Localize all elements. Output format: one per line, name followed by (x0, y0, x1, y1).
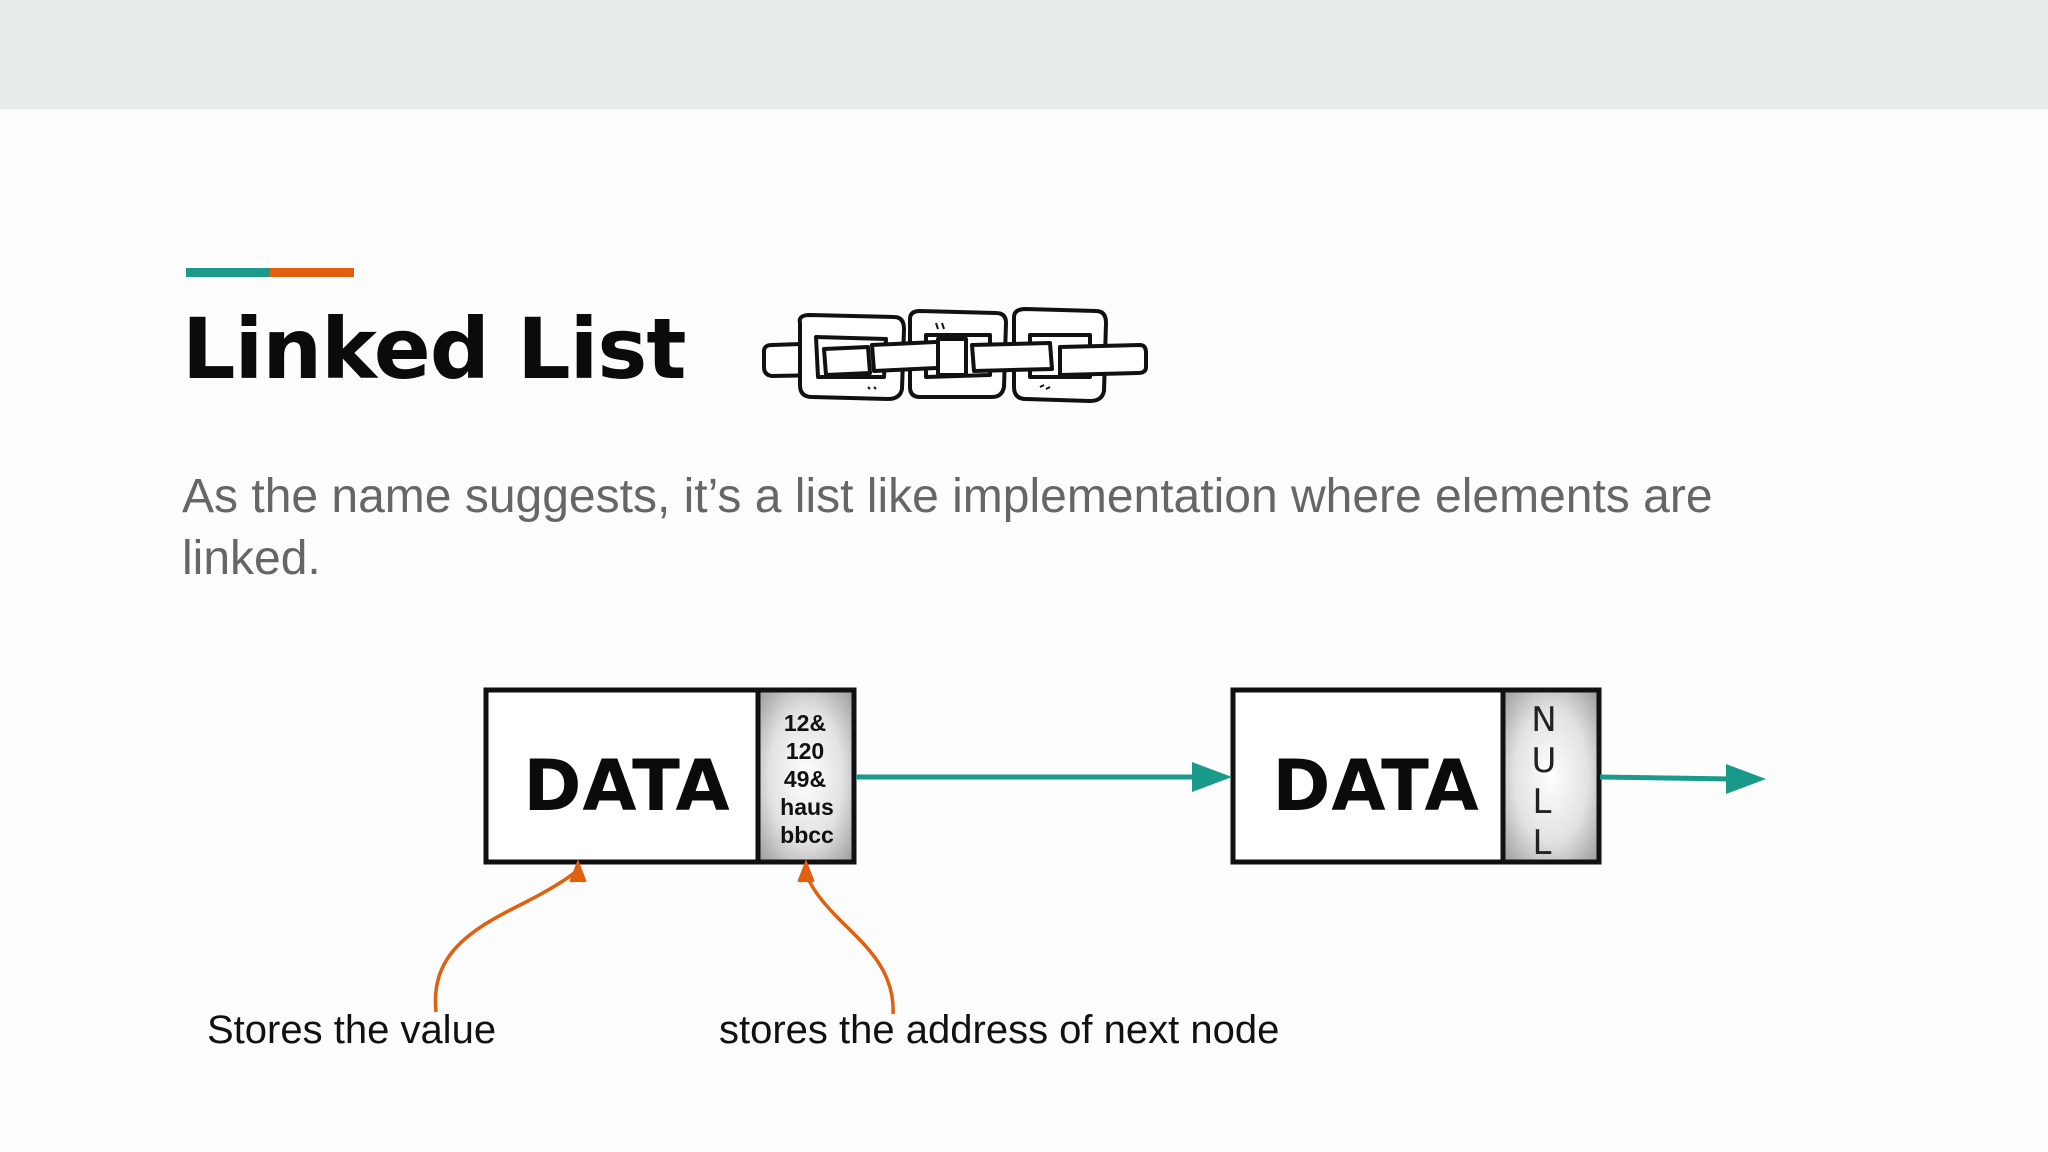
node-2-null-letter-2: U (1532, 741, 1557, 781)
address-callout-arrow (797, 859, 895, 1015)
node-1-address-line-3: 49& (784, 766, 826, 792)
slide-title: Linked List (182, 300, 687, 398)
caption-stores-address: stores the address of next node (719, 1008, 1280, 1052)
node-1-data-cell (483, 687, 761, 865)
node-2-null-letter-1: N (1531, 700, 1556, 740)
slide-subtitle: As the name suggests, it’s a list like i… (182, 470, 1713, 585)
node-2-data-cell (1230, 687, 1506, 865)
node-1: DATA 12& 120 49& haus bbcc (483, 687, 857, 865)
node-2-pointer-cell (1500, 687, 1602, 865)
top-band (0, 0, 2048, 109)
chain-links-icon (761, 307, 1148, 403)
next-pointer-arrow (856, 762, 1232, 792)
node-1-address-line-1: 12& (784, 710, 826, 736)
node-1-address-line-2: 120 (786, 738, 824, 764)
node-2-data-label: DATA (1272, 745, 1479, 827)
caption-stores-value: Stores the value (207, 1008, 497, 1052)
node-1-address-line-5: bbcc (780, 822, 834, 848)
node-1-data-label: DATA (523, 745, 730, 827)
value-callout-arrow (433, 859, 587, 1013)
accent-bar-teal (186, 268, 270, 277)
node-2: DATA N U L L (1230, 687, 1602, 865)
node-2-null-letter-4: L (1533, 823, 1552, 863)
accent-bar-orange (270, 268, 354, 277)
trailing-arrow (1599, 764, 1766, 794)
node-1-pointer-cell (755, 687, 857, 865)
slide-canvas (0, 109, 2048, 1152)
node-1-address-line-4: haus (780, 794, 834, 820)
node-2-null-letter-3: L (1533, 782, 1552, 822)
